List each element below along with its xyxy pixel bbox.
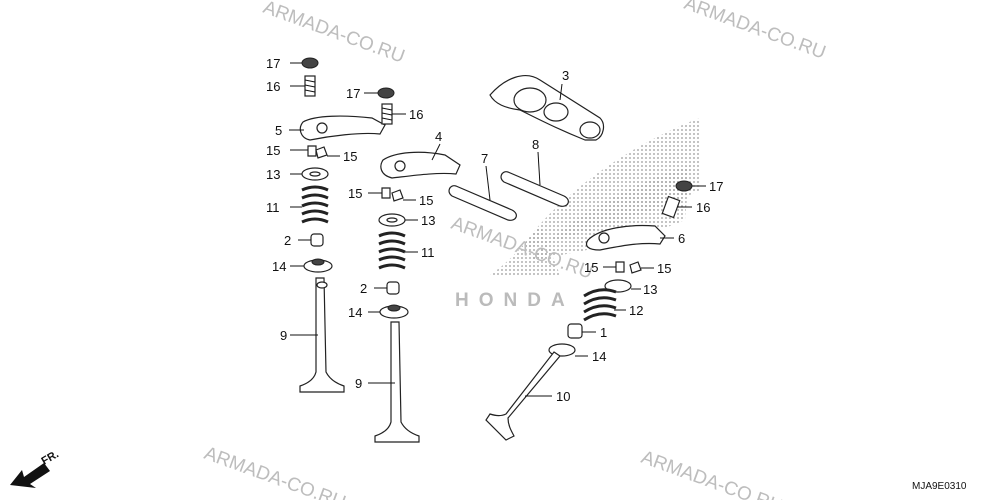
callout-label: 5	[275, 123, 282, 138]
honda-wing-logo	[490, 118, 700, 275]
callout-label: 8	[532, 137, 539, 152]
callout-label: 17	[266, 56, 280, 71]
watermark: ARMADA-CO.RU	[681, 0, 828, 64]
center-valve-assembly	[374, 87, 569, 443]
right-valve-assembly	[485, 75, 693, 441]
callout-label: 15	[419, 193, 433, 208]
left-valve-assembly	[299, 57, 386, 393]
callout-label: 13	[643, 282, 657, 297]
watermark: ARMADA-CO.RU	[638, 447, 785, 500]
callout-label: 9	[280, 328, 287, 343]
callout-label: 10	[556, 389, 570, 404]
callout-label: 17	[709, 179, 723, 194]
callout-label: 17	[346, 86, 360, 101]
callout-label: 4	[435, 129, 442, 144]
callout-label: 14	[592, 349, 606, 364]
callout-label: 15	[343, 149, 357, 164]
callout-label: 15	[584, 260, 598, 275]
callout-label: 15	[266, 143, 280, 158]
callout-label: 15	[348, 186, 362, 201]
callout-labels-right: 3 17 16 6 15 15 13 12 1 14 10	[556, 68, 723, 404]
callout-label: 13	[266, 167, 280, 182]
callout-labels-center: 17 16 4 15 15 13 11 2 14 9 7 8	[346, 86, 539, 391]
callout-label: 3	[562, 68, 569, 83]
callout-label: 15	[657, 261, 671, 276]
front-direction-arrow-icon: FR.	[10, 448, 61, 488]
watermark: ARMADA-CO.RU	[260, 0, 407, 68]
callout-label: 9	[355, 376, 362, 391]
callout-label: 11	[266, 200, 280, 215]
callout-label: 2	[360, 281, 367, 296]
callout-label: 13	[421, 213, 435, 228]
watermark: ARMADA-CO.RU	[201, 443, 348, 500]
callout-label: 16	[696, 200, 710, 215]
callout-label: 7	[481, 151, 488, 166]
callout-label: 2	[284, 233, 291, 248]
leader-lines	[289, 62, 706, 397]
honda-logo-text: HONDA	[455, 290, 575, 311]
callout-label: 12	[629, 303, 643, 318]
callout-label: 14	[348, 305, 362, 320]
callout-label: 16	[409, 107, 423, 122]
diagram-code: MJA9E0310	[912, 481, 967, 492]
callout-label: 6	[678, 231, 685, 246]
callout-label: 14	[272, 259, 286, 274]
callout-label: 1	[600, 325, 607, 340]
callout-labels-left: 17 16 5 15 15 13 11 2 14 9	[266, 56, 357, 343]
callout-label: 11	[421, 245, 435, 260]
callout-label: 16	[266, 79, 280, 94]
direction-label: FR.	[40, 448, 61, 467]
